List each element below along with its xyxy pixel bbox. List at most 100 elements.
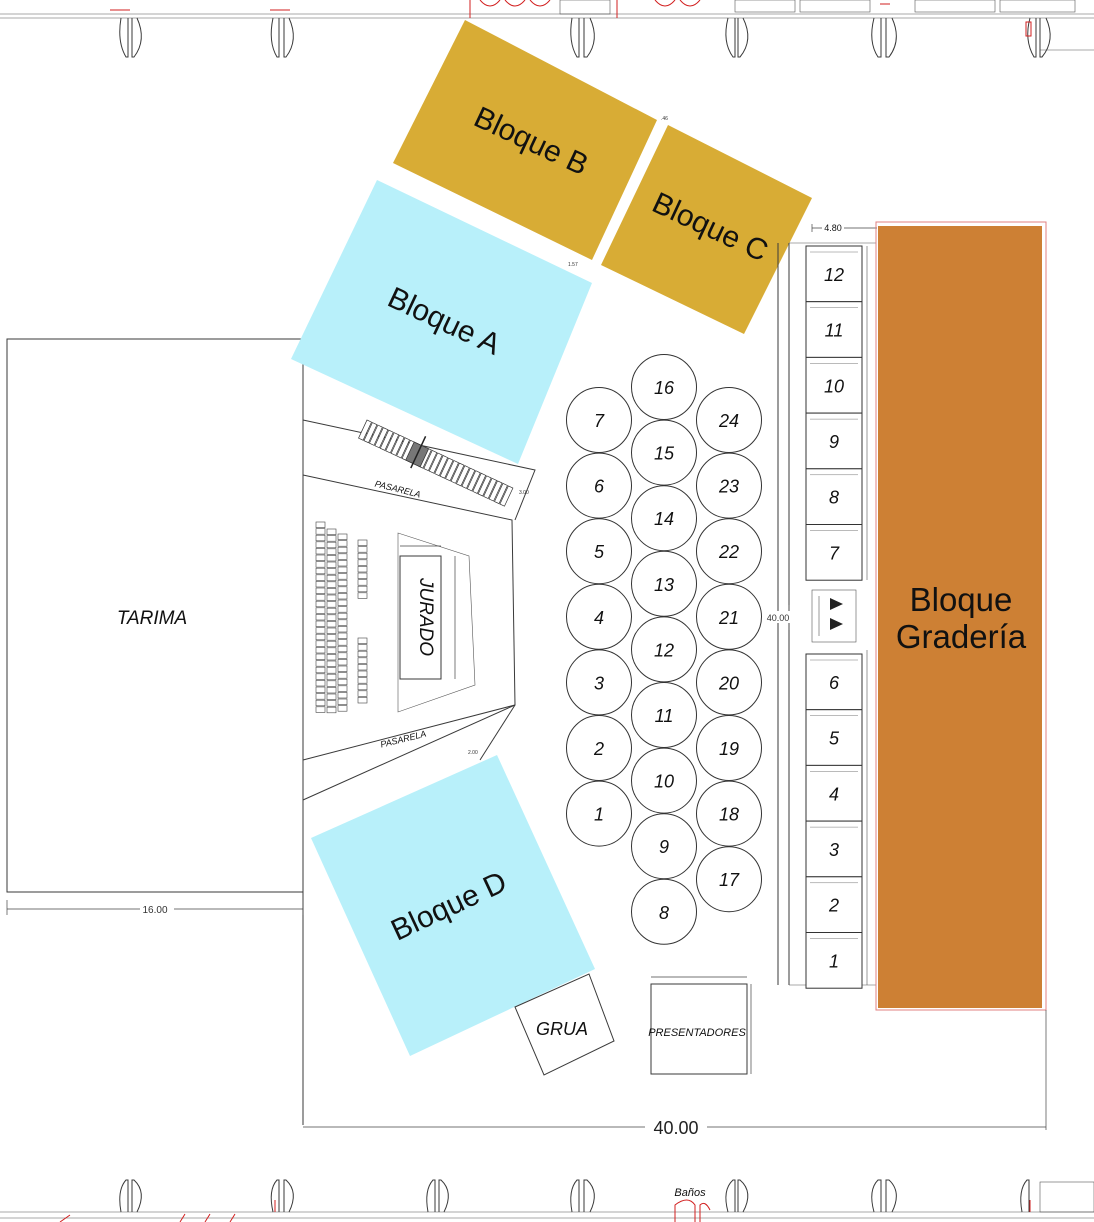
presentadores-box (650, 983, 748, 1075)
round-table-circle (631, 747, 697, 814)
graderia-section-box (805, 932, 863, 989)
jurado-chair (315, 627, 326, 634)
round-table-circle (566, 583, 632, 650)
jurado-chair (315, 534, 326, 542)
jurado-chair (326, 588, 337, 595)
jurado-chair (357, 644, 368, 651)
bloque-a-shape (291, 180, 592, 464)
bloque-graderia: Bloque Gradería (875, 221, 1047, 1011)
jurado-chair (337, 698, 348, 705)
round-table: 23 (696, 452, 762, 519)
jurado-chair (337, 579, 348, 587)
jurado-chair (315, 561, 326, 568)
jurado-chair (315, 548, 326, 555)
jurado-table (399, 555, 442, 680)
tarima-stage (6, 338, 304, 893)
jurado-chair (337, 619, 348, 626)
round-table-circle (631, 550, 697, 617)
tarima-label: TARIMA (117, 608, 187, 629)
graderia-section-box (805, 412, 863, 470)
round-table: 4 (566, 583, 632, 650)
jurado-chair (326, 614, 337, 621)
round-table-number: 24 (718, 411, 739, 431)
round-table-circle (566, 649, 632, 716)
jurado-chair (357, 566, 368, 573)
jurado-chair (315, 686, 326, 693)
round-table-number: 21 (718, 608, 739, 628)
graderia-section-number: 12 (824, 265, 844, 285)
jurado-chair (326, 627, 337, 634)
jurado-chair (337, 672, 348, 679)
round-table-circle (566, 452, 632, 519)
bottom-doors (119, 1179, 1030, 1213)
graderia-section-box (805, 876, 863, 933)
graderia-section: 6 (805, 653, 863, 711)
jurado-chair (315, 633, 326, 641)
jurado-chair (337, 586, 348, 593)
round-table-number: 19 (719, 739, 739, 759)
jurado-chair (315, 706, 326, 713)
round-table: 15 (631, 419, 697, 486)
round-table-number: 11 (655, 706, 674, 726)
round-table-number: 1 (594, 805, 604, 825)
jurado-chair (315, 528, 326, 535)
jurado-chair (315, 640, 326, 647)
round-table-number: 4 (594, 608, 604, 628)
round-table: 3 (566, 649, 632, 716)
round-table-circle (696, 583, 762, 650)
bloque-graderia-shape (878, 226, 1042, 1008)
grua-box (514, 973, 615, 1076)
graderia-section-box (805, 524, 863, 581)
pasarela-gap-label: 2.00 (468, 750, 478, 756)
round-table-number: 16 (654, 378, 675, 398)
jurado-chair (315, 594, 326, 601)
round-table-circle (631, 682, 697, 748)
bloque-a: Bloque A (291, 180, 592, 464)
round-table-number: 17 (719, 870, 740, 890)
round-table-circle (631, 354, 697, 420)
round-table-number: 13 (654, 575, 674, 595)
round-table: 16 (631, 354, 697, 420)
jurado-chair (326, 647, 337, 654)
jurado-chair (337, 645, 348, 653)
graderia-section-box (805, 468, 863, 525)
jurado-chair (315, 567, 326, 575)
round-table-circle (566, 518, 632, 585)
jurado-chair (357, 650, 368, 658)
graderia-section-box (805, 245, 863, 303)
jurado-chair (337, 573, 348, 580)
jurado-chair (337, 692, 348, 699)
jurado-chair (326, 706, 337, 714)
jurado-chair (315, 587, 326, 594)
graderia-height-dimension: 40.00 (764, 605, 790, 630)
jurado-chair (315, 614, 326, 621)
graderia-section: 7 (805, 524, 863, 581)
jurado-chair (315, 541, 326, 548)
jurado-chair (315, 693, 326, 700)
gap-ab-label: 1.57 (568, 262, 578, 268)
graderia-section-number: 5 (829, 729, 840, 749)
round-table-circle (696, 518, 762, 585)
jurado-chair (337, 560, 348, 567)
round-table: 9 (631, 813, 697, 880)
graderia-section: 4 (805, 764, 863, 822)
graderia-section: 5 (805, 709, 863, 766)
graderia-section-number: 10 (824, 376, 844, 396)
total-width-label: 40.00 (653, 1118, 698, 1138)
jurado-chair (315, 581, 326, 588)
graderia-section: 12 (805, 245, 863, 303)
stairs (358, 419, 514, 507)
round-table: 17 (696, 846, 762, 913)
jurado-chair (357, 546, 368, 553)
jurado-chair (337, 593, 348, 600)
round-table: 8 (631, 878, 697, 945)
graderia-section-number: 9 (829, 432, 839, 452)
bloque-d-shape (311, 755, 595, 1056)
graderia-section-number: 6 (829, 673, 840, 693)
jurado-chair (326, 667, 337, 674)
jurado-chair (315, 554, 326, 561)
round-table-number: 23 (718, 477, 739, 497)
jurado-chair (326, 548, 337, 555)
